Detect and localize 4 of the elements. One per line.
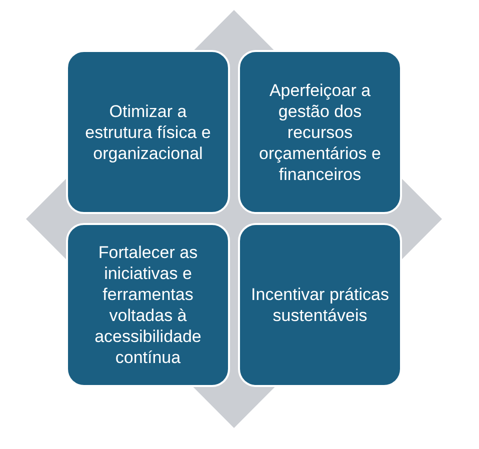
box-text: Incentivar práticas sustentáveis bbox=[250, 284, 390, 326]
box-text: Fortalecer as iniciativas e ferramentas voltadas à acessibilidade contínua bbox=[94, 242, 202, 368]
box-text: Otimizar a estrutura física e organizacional bbox=[84, 100, 212, 164]
box-text: Aperfeiçoar a gestão dos recursos orçamentários e financeiros bbox=[258, 80, 382, 184]
